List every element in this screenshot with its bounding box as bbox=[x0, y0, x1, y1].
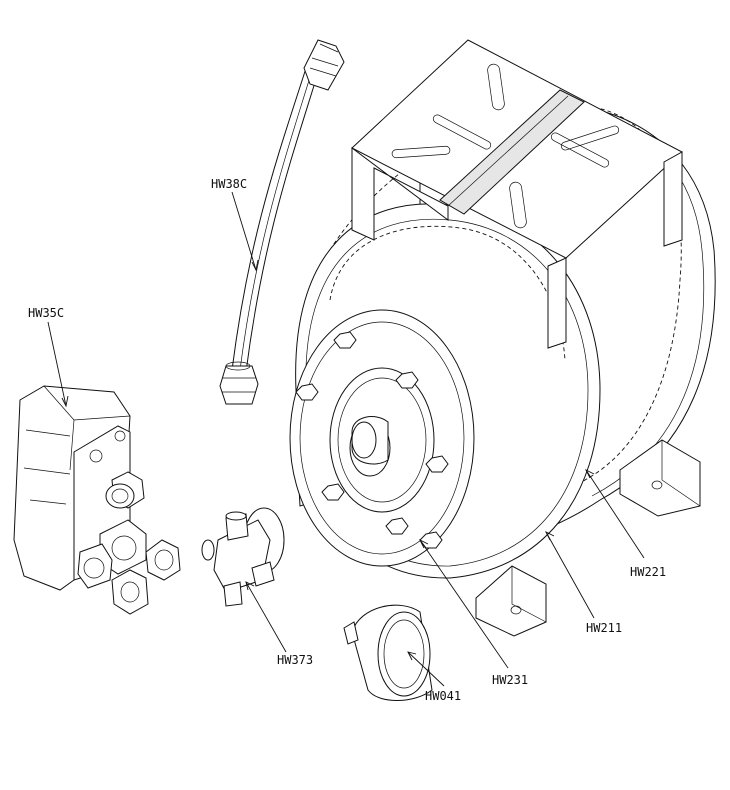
label-hw221: HW221 bbox=[630, 565, 666, 579]
label-hw373: HW373 bbox=[277, 653, 313, 667]
mounting-bracket-top bbox=[351, 39, 683, 349]
label-hw231: HW231 bbox=[492, 673, 528, 687]
tank-flange bbox=[289, 309, 475, 567]
flexible-hose bbox=[219, 39, 345, 405]
five-way-connector bbox=[201, 507, 285, 607]
leader-lines bbox=[47, 191, 645, 687]
label-hw38c: HW38C bbox=[211, 177, 247, 191]
label-hw35c: HW35C bbox=[28, 306, 64, 320]
pressure-switch bbox=[13, 385, 181, 615]
label-hw211: HW211 bbox=[586, 621, 622, 635]
label-hw041: HW041 bbox=[425, 689, 461, 703]
pressure-gauge bbox=[343, 604, 433, 701]
